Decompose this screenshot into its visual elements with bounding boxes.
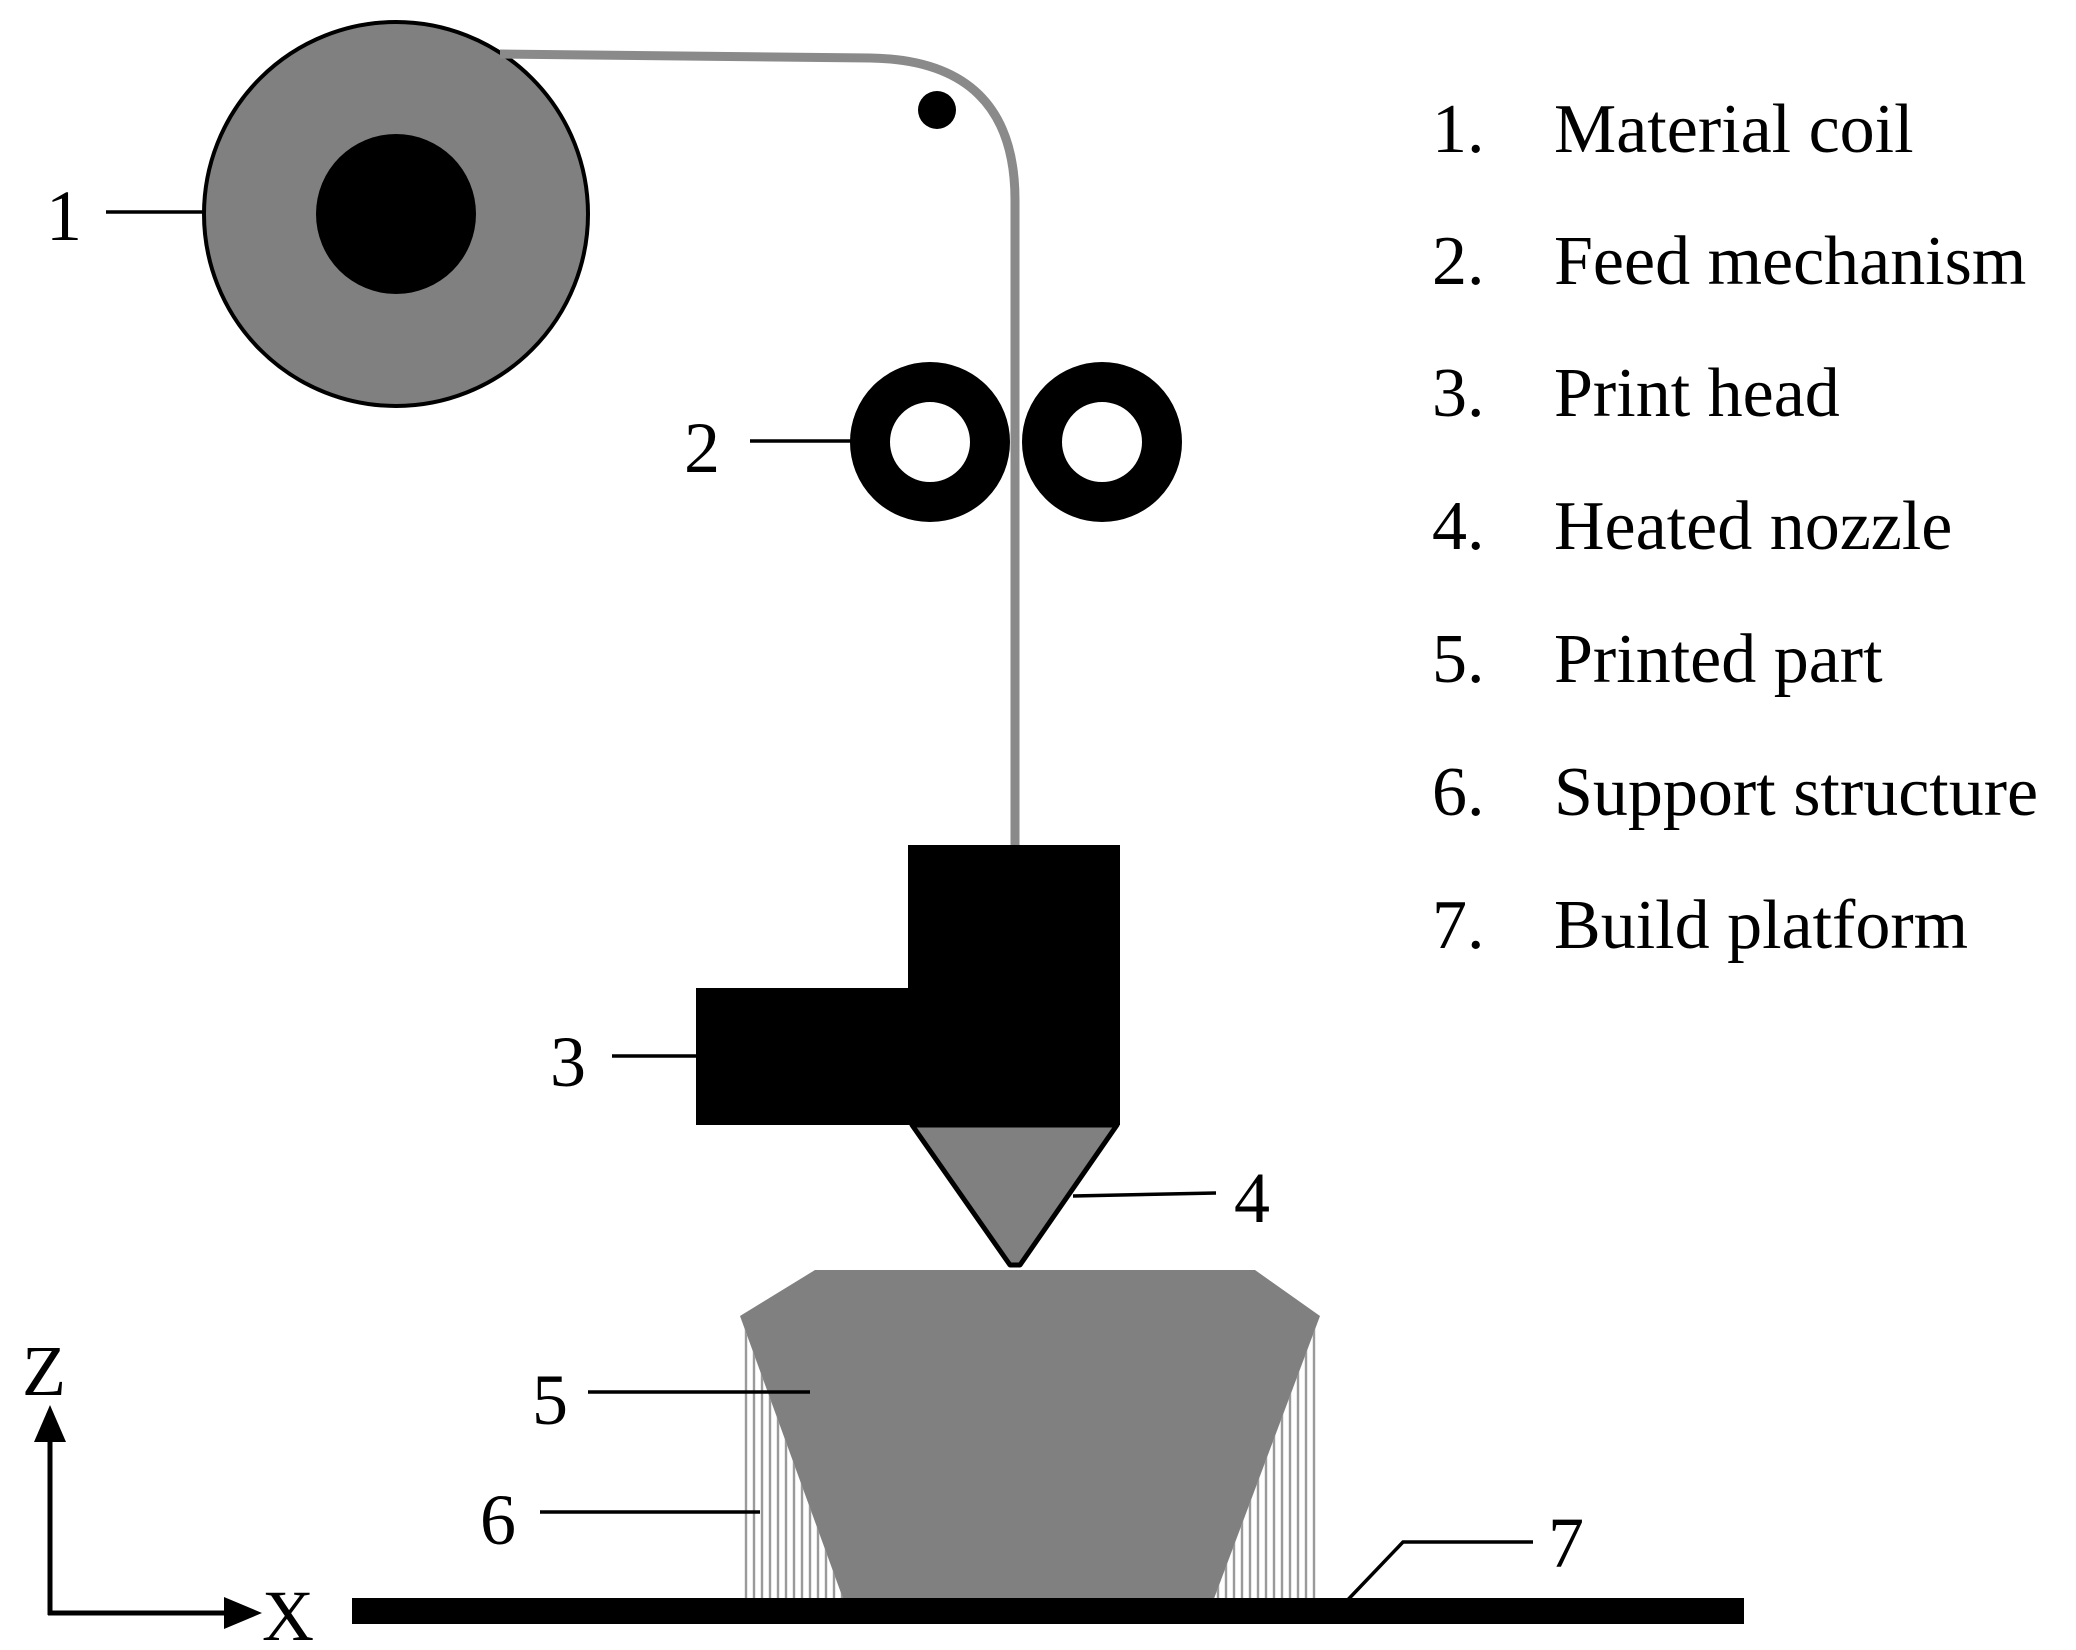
legend-item-5: 5. Printed part: [1432, 621, 1883, 698]
legend-item-6: 6. Support structure: [1432, 754, 2038, 831]
legend: 1. Material coil 2. Feed mechanism 3. Pr…: [1432, 91, 2038, 964]
callout-1: 1: [46, 176, 82, 256]
z-axis-label: Z: [22, 1331, 66, 1411]
coordinate-axes: Z X: [22, 1331, 314, 1650]
legend-item-1: 1. Material coil: [1432, 91, 1914, 168]
x-axis-label: X: [262, 1576, 314, 1650]
legend-text-4: Heated nozzle: [1554, 488, 1952, 565]
feed-roller-right: [1022, 362, 1182, 522]
build-platform: [352, 1598, 1744, 1624]
legend-number-2: 2.: [1432, 223, 1485, 300]
legend-number-6: 6.: [1432, 754, 1485, 831]
legend-text-1: Material coil: [1554, 91, 1914, 168]
legend-item-4: 4. Heated nozzle: [1432, 488, 1952, 565]
legend-item-2: 2. Feed mechanism: [1432, 223, 2026, 300]
callout-3: 3: [550, 1022, 586, 1102]
feed-roller-left: [850, 362, 1010, 522]
callout-7: 7: [1548, 1503, 1584, 1583]
z-axis-arrow-icon: [34, 1405, 66, 1442]
legend-text-2: Feed mechanism: [1554, 223, 2026, 300]
heated-nozzle: [909, 1122, 1120, 1268]
legend-number-1: 1.: [1432, 91, 1485, 168]
leader-4: [1072, 1191, 1217, 1198]
legend-text-3: Print head: [1554, 355, 1840, 432]
legend-number-7: 7.: [1432, 887, 1485, 964]
print-head: [696, 845, 1120, 1125]
coil-hub: [316, 134, 476, 294]
legend-text-6: Support structure: [1554, 754, 2038, 831]
legend-item-7: 7. Build platform: [1432, 887, 1968, 964]
callout-2: 2: [684, 408, 720, 488]
legend-number-3: 3.: [1432, 355, 1485, 432]
material-coil: [202, 20, 590, 408]
callout-4: 4: [1234, 1158, 1270, 1238]
leader-7: [1338, 1540, 1533, 1610]
callout-5: 5: [532, 1360, 568, 1440]
legend-item-3: 3. Print head: [1432, 355, 1840, 432]
guide-pin: [918, 91, 956, 129]
callout-6: 6: [480, 1480, 516, 1560]
legend-number-4: 4.: [1432, 488, 1485, 565]
x-axis-arrow-icon: [224, 1597, 262, 1629]
legend-number-5: 5.: [1432, 621, 1485, 698]
leader-lines: [106, 210, 1533, 1610]
legend-text-5: Printed part: [1554, 621, 1883, 698]
filament: [499, 49, 1020, 845]
printed-part: [740, 1270, 1320, 1604]
feed-mechanism: [850, 362, 1182, 522]
legend-text-7: Build platform: [1554, 887, 1968, 964]
